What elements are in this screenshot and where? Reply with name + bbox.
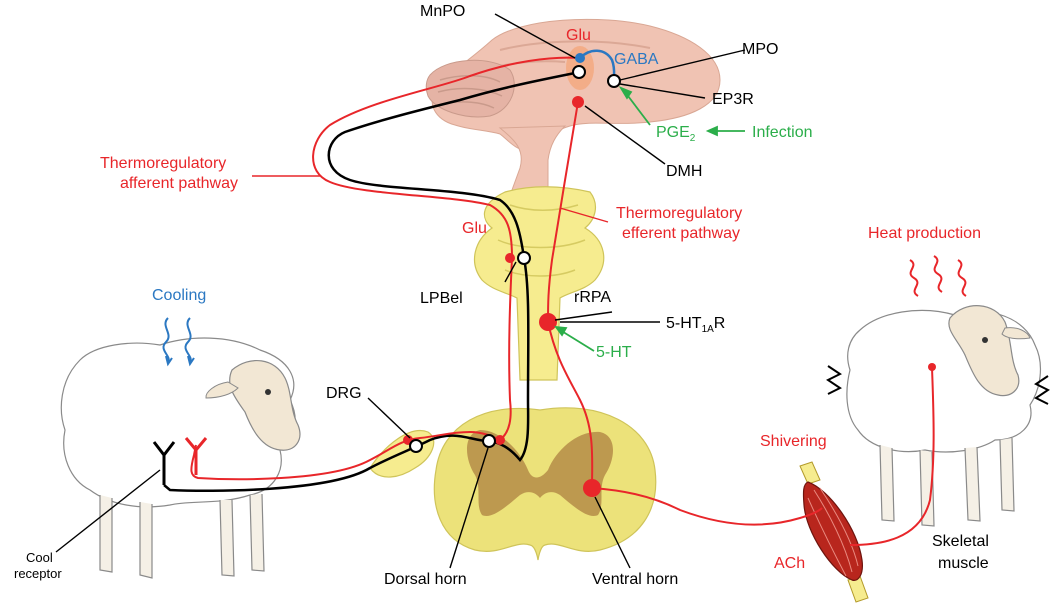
green-arrows bbox=[554, 86, 745, 352]
sheep-right-head bbox=[948, 305, 1020, 397]
cooling-waves bbox=[162, 317, 195, 367]
label-5ht: 5-HT bbox=[596, 344, 632, 361]
node-dmh bbox=[572, 96, 584, 108]
tendon-top bbox=[799, 461, 821, 485]
shiver-mark-right bbox=[1034, 375, 1050, 405]
node-dorsal-white bbox=[482, 434, 496, 448]
label-drg: DRG bbox=[326, 385, 362, 402]
efferent-dmh-to-rrpa bbox=[547, 101, 579, 323]
spinal-cord-gray bbox=[466, 430, 614, 516]
label-lpbel: LPBel bbox=[420, 290, 463, 307]
brainstem-upper bbox=[498, 125, 567, 191]
sheep-left-legs bbox=[99, 493, 265, 579]
cool-receptor-black bbox=[152, 441, 176, 485]
node-dorsal-red bbox=[495, 435, 505, 445]
pons-medulla bbox=[473, 186, 605, 381]
label-shivering: Shivering bbox=[760, 433, 827, 450]
label-ach: ACh bbox=[774, 555, 805, 572]
cerebrum-fold bbox=[499, 40, 651, 51]
label-heat-production: Heat production bbox=[868, 225, 981, 242]
label-pge: PGE2 bbox=[656, 124, 696, 144]
gaba-projection bbox=[579, 49, 616, 79]
sheep-right-eye bbox=[982, 337, 988, 343]
label-5ht1ar: 5-HT1AR bbox=[666, 315, 725, 335]
node-mnpo-glu bbox=[575, 53, 585, 63]
label-thermo-eff-1: Thermoregulatory bbox=[616, 205, 742, 222]
label-skeletal-2: muscle bbox=[938, 555, 989, 572]
skeletal-muscle-graphic bbox=[799, 461, 869, 603]
sheep-left-eye bbox=[265, 389, 271, 395]
node-drg-white bbox=[409, 439, 423, 453]
label-glu-top: Glu bbox=[566, 27, 591, 44]
label-cool-receptor-2: receptor bbox=[14, 566, 62, 581]
label-mnpo: MnPO bbox=[420, 3, 465, 20]
label-dorsal-horn: Dorsal horn bbox=[384, 571, 467, 588]
label-thermo-aff-2: afferent pathway bbox=[120, 175, 238, 192]
node-mpo-white bbox=[607, 74, 621, 88]
node-lpbel-white bbox=[517, 251, 531, 265]
cool-receptor-red bbox=[184, 437, 208, 475]
sheep-left bbox=[60, 337, 301, 579]
sheep-left-ear bbox=[205, 381, 239, 399]
thermo-eff-leader bbox=[559, 207, 609, 223]
leader-lines bbox=[55, 13, 746, 569]
label-cooling: Cooling bbox=[152, 287, 206, 304]
afferent-black-pathway bbox=[163, 70, 581, 493]
label-rrpa: rRPA bbox=[574, 289, 611, 306]
node-sheep-right bbox=[928, 363, 936, 371]
muscle-to-sheep-right bbox=[849, 367, 935, 546]
label-glu-mid: Glu bbox=[462, 220, 487, 237]
node-ventral bbox=[583, 479, 601, 497]
label-gaba: GABA bbox=[614, 51, 659, 68]
label-thermo-aff-1: Thermoregulatory bbox=[100, 155, 226, 172]
efferent-rrpa-to-ventral bbox=[547, 321, 594, 489]
sheep-left-head bbox=[229, 359, 301, 451]
afferent-red-pathway bbox=[190, 56, 581, 481]
spinal-cord bbox=[433, 407, 657, 561]
label-cool-receptor-1: Cool bbox=[26, 550, 53, 565]
sheep-right-ear bbox=[1001, 327, 1031, 340]
muscle-belly bbox=[802, 481, 863, 581]
label-infection: Infection bbox=[752, 124, 812, 141]
muscle-fibers bbox=[807, 487, 859, 577]
label-mpo: MPO bbox=[742, 41, 778, 58]
label-ventral-horn: Ventral horn bbox=[592, 571, 678, 588]
label-dmh: DMH bbox=[666, 163, 702, 180]
motor-nerve-to-muscle bbox=[591, 487, 823, 526]
node-lpbel-red bbox=[505, 253, 515, 263]
node-mnpo-white bbox=[572, 65, 586, 79]
sheep-right-legs bbox=[879, 437, 1015, 527]
sheep-right bbox=[846, 305, 1041, 527]
label-ep3r: EP3R bbox=[712, 91, 754, 108]
label-thermo-eff-2: efferent pathway bbox=[622, 225, 740, 242]
label-skeletal-1: Skeletal bbox=[932, 533, 989, 550]
heat-waves bbox=[909, 255, 967, 297]
node-rrpa bbox=[539, 313, 557, 331]
shiver-mark-left bbox=[826, 365, 842, 395]
